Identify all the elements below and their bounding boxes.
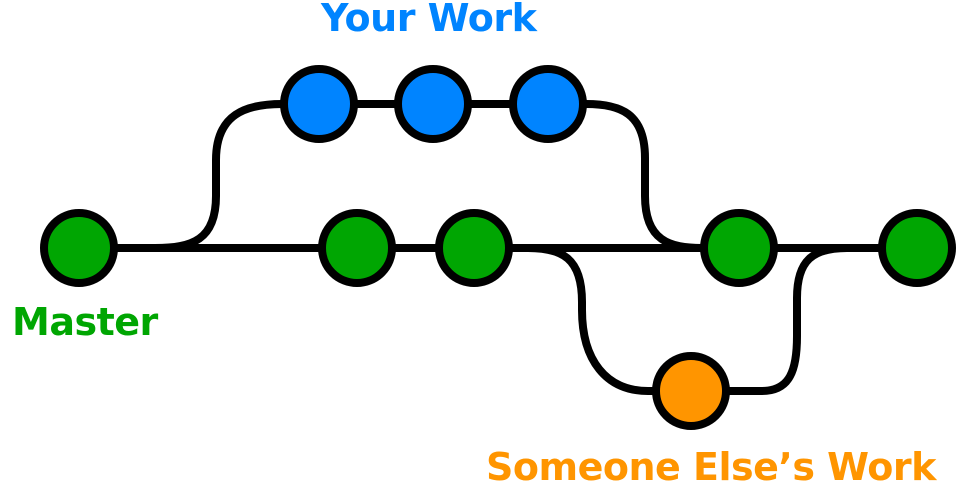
commit-node-your-work-commit-1 [280, 65, 358, 143]
commit-node-master-commit-5 [878, 209, 956, 287]
your-work-branch-label: Your Work [321, 0, 537, 40]
commit-node-your-work-commit-2 [394, 65, 472, 143]
commit-node-master-commit-4 [700, 209, 778, 287]
someone-elses-work-branch-label: Someone Else’s Work [486, 445, 936, 489]
commit-node-someone-elses-work-commit-1 [652, 352, 730, 430]
commit-node-master-commit-1 [40, 209, 118, 287]
branch-edge-someone-elses-work-branch [527, 244, 848, 395]
commit-node-master-commit-2 [318, 209, 396, 287]
commit-node-your-work-commit-3 [509, 65, 587, 143]
master-branch-label: Master [12, 300, 158, 344]
commit-node-master-commit-3 [435, 209, 513, 287]
